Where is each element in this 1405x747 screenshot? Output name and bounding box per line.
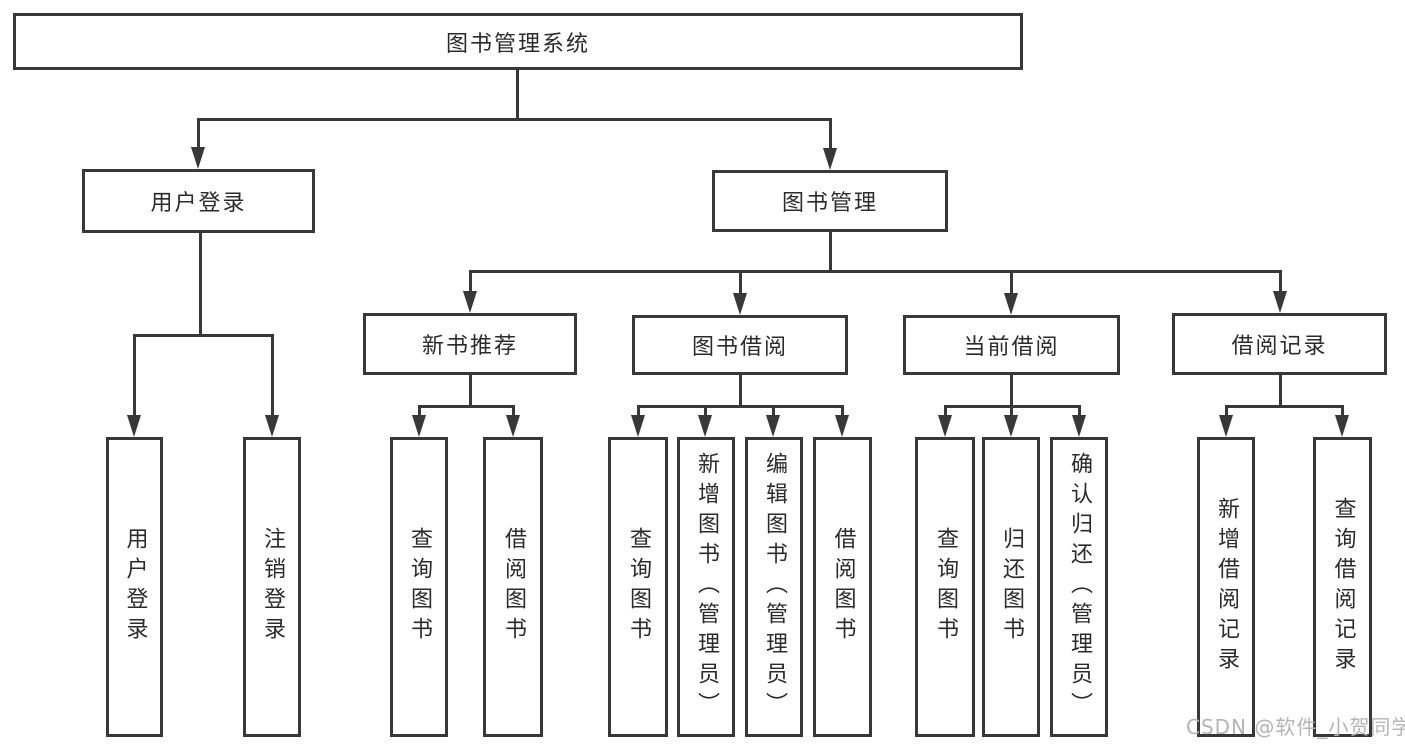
connector-drop	[1010, 405, 1013, 417]
arrowhead-icon	[835, 415, 849, 437]
node-current-borrow: 当前借阅	[903, 315, 1120, 375]
leaf-label: 新增图书（管理员）	[694, 452, 719, 722]
node-book-borrow: 图书借阅	[632, 315, 848, 375]
csdn-watermark: CSDN @软件_小贺同学	[1186, 715, 1405, 739]
arrowhead-icon	[1335, 415, 1349, 437]
connector-drop	[841, 405, 844, 417]
node-label: 借阅记录	[1231, 334, 1328, 359]
connector-drop	[418, 405, 421, 417]
leaf-label: 查询图书	[626, 527, 651, 647]
arrowhead-icon	[1219, 415, 1233, 437]
arrowhead-icon	[766, 415, 780, 437]
connector-drop	[1341, 405, 1344, 417]
arrowhead-icon	[823, 148, 837, 170]
leaf-label: 编辑图书（管理员）	[762, 452, 787, 722]
connector-drop	[512, 405, 515, 417]
leaf-label: 注销登录	[260, 527, 285, 647]
connector-root-stem	[516, 70, 519, 120]
arrowhead-icon	[1273, 291, 1287, 313]
leaf-label: 查询借阅记录	[1330, 497, 1356, 677]
leaf-query-borrow-record: 查询借阅记录	[1313, 437, 1372, 737]
connector-drop	[704, 405, 707, 417]
arrowhead-icon	[412, 415, 426, 437]
connector-drop	[1010, 270, 1013, 295]
arrowhead-icon	[506, 415, 520, 437]
leaf-query-books-current: 查询图书	[915, 437, 975, 737]
connector-new-book-bus	[418, 405, 515, 408]
leaf-logout: 注销登录	[243, 437, 301, 737]
leaf-user-login: 用户登录	[106, 437, 163, 737]
connector-drop	[469, 270, 472, 293]
leaf-add-books-admin: 新增图书（管理员）	[677, 437, 735, 737]
connector-drop	[772, 405, 775, 417]
leaf-edit-books-admin: 编辑图书（管理员）	[745, 437, 803, 737]
arrowhead-icon	[1004, 415, 1018, 437]
leaf-label: 查询图书	[407, 527, 432, 647]
connector-book-mgmt-bus	[469, 270, 1282, 273]
leaf-confirm-return-admin: 确认归还（管理员）	[1050, 437, 1108, 737]
connector-borrow-stem	[739, 375, 742, 407]
connector-current-stem	[1010, 375, 1013, 407]
leaf-label: 归还图书	[999, 527, 1024, 647]
connector-drop	[1279, 270, 1282, 293]
node-borrow-records: 借阅记录	[1172, 313, 1387, 375]
leaf-label: 用户登录	[122, 527, 148, 647]
leaf-add-borrow-record: 新增借阅记录	[1197, 437, 1255, 737]
arrowhead-icon	[733, 293, 747, 315]
arrowhead-icon	[698, 415, 712, 437]
leaf-query-books-borrow: 查询图书	[608, 437, 668, 737]
connector-drop	[637, 405, 640, 417]
connector-user-login-bus	[133, 334, 273, 337]
leaf-label: 查询图书	[933, 527, 958, 647]
connector-drop	[739, 270, 742, 295]
arrowhead-icon	[938, 415, 952, 437]
connector-new-book-stem	[469, 375, 472, 407]
node-label: 当前借阅	[963, 335, 1060, 360]
node-library-management-system: 图书管理系统	[13, 13, 1023, 70]
connector-drop	[133, 334, 136, 417]
leaf-label: 借阅图书	[830, 527, 856, 647]
arrowhead-icon	[1072, 415, 1086, 437]
arrowhead-icon	[265, 415, 279, 437]
connector-drop-book-mgmt	[829, 118, 832, 149]
node-label: 用户登录	[150, 191, 247, 216]
node-book-management: 图书管理	[712, 170, 948, 232]
connector-drop	[1225, 405, 1228, 417]
connector-drop	[1078, 405, 1081, 417]
node-label: 图书管理	[781, 191, 878, 216]
leaf-borrow-books: 借阅图书	[813, 437, 872, 737]
connector-drop	[271, 334, 274, 417]
leaf-label: 新增借阅记录	[1214, 497, 1239, 677]
node-user-login: 用户登录	[82, 169, 315, 233]
connector-records-bus	[1225, 405, 1343, 408]
arrowhead-icon	[463, 291, 477, 313]
leaf-return-books: 归还图书	[982, 437, 1040, 737]
connector-user-login-stem	[199, 233, 202, 336]
arrowhead-icon	[191, 147, 205, 169]
connector-root-bus	[198, 118, 832, 121]
leaf-query-books-newbook: 查询图书	[390, 437, 448, 737]
connector-book-mgmt-stem	[829, 232, 832, 272]
arrowhead-icon	[1004, 293, 1018, 315]
node-label: 新书推荐	[421, 334, 518, 359]
arrowhead-icon	[127, 415, 141, 437]
connector-records-stem	[1279, 375, 1282, 407]
connector-drop	[944, 405, 947, 417]
connector-drop-user-login	[197, 118, 200, 149]
node-label: 图书借阅	[691, 335, 788, 360]
leaf-label: 借阅图书	[501, 527, 526, 647]
connector-borrow-bus	[637, 405, 843, 408]
arrowhead-icon	[631, 415, 645, 437]
node-label: 图书管理系统	[445, 31, 590, 57]
node-new-book-recommend: 新书推荐	[363, 313, 577, 375]
leaf-borrow-books-newbook: 借阅图书	[483, 437, 543, 737]
leaf-label: 确认归还（管理员）	[1067, 452, 1092, 722]
